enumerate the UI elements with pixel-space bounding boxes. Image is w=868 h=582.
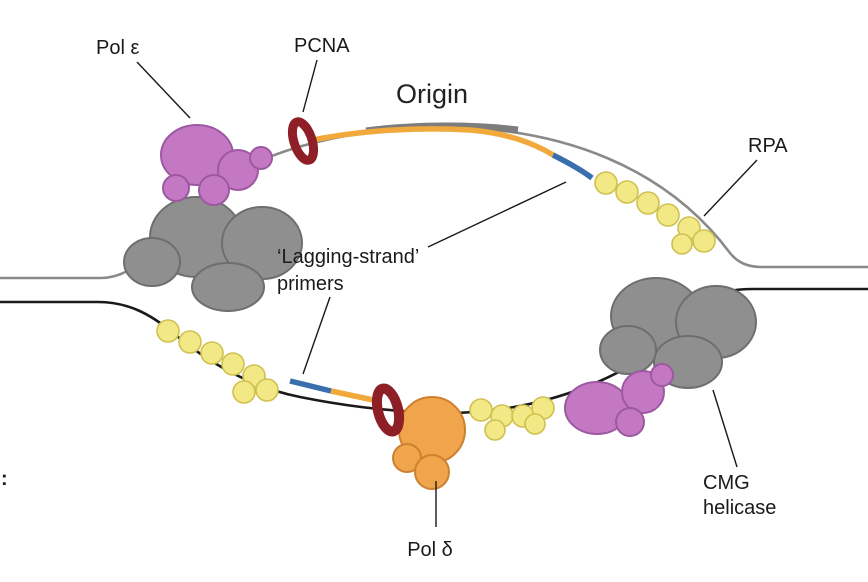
pointer-lagging-top bbox=[427, 181, 567, 248]
lagging-primer-bottom-rna bbox=[289, 378, 332, 394]
rpa-subunit bbox=[200, 341, 224, 365]
rpa-subunit bbox=[671, 233, 693, 255]
rpa-subunit bbox=[178, 330, 202, 354]
pol-lobe bbox=[249, 146, 273, 170]
rpa-subunit bbox=[156, 319, 180, 343]
cmg-lobe bbox=[123, 237, 181, 287]
pol-lobe bbox=[217, 149, 259, 191]
rpa-subunit bbox=[594, 171, 618, 195]
pol-right-blob bbox=[564, 363, 674, 437]
rpa-subunit bbox=[524, 413, 546, 435]
rpa-subunit bbox=[484, 419, 506, 441]
rpa-subunit bbox=[615, 180, 639, 204]
pcna-torus bbox=[287, 117, 319, 165]
pol-lobe bbox=[650, 363, 674, 387]
leading-strand-top bbox=[307, 126, 555, 158]
rpa-cluster-bottom-middle bbox=[469, 396, 555, 441]
rpa-subunit bbox=[636, 191, 660, 215]
pointer-rpa bbox=[703, 159, 758, 217]
pol-delta-blob bbox=[392, 396, 466, 490]
rpa-subunit bbox=[656, 203, 680, 227]
pol-delta-lobe bbox=[414, 454, 450, 490]
pol-epsilon-label: Pol ε bbox=[96, 37, 139, 59]
rpa-label: RPA bbox=[748, 135, 788, 157]
cmg-helicase-right-blob bbox=[599, 277, 757, 389]
rpa-cluster-top-right bbox=[594, 171, 716, 255]
pointer-lagging-bottom bbox=[302, 296, 331, 375]
rpa-subunit bbox=[469, 398, 493, 422]
rpa-subunit bbox=[221, 352, 245, 376]
pcna-ring-top bbox=[287, 117, 319, 165]
pcna-ring-bottom bbox=[371, 383, 405, 437]
lagging-label-line1: ‘Lagging-strand’ bbox=[277, 246, 419, 268]
lagging-primer-top bbox=[551, 152, 594, 181]
origin-label: Origin bbox=[396, 79, 468, 109]
pcna-label: PCNA bbox=[294, 35, 350, 57]
cmg-lobe bbox=[191, 262, 265, 312]
pcna-torus bbox=[371, 383, 405, 437]
pol-lobe bbox=[162, 174, 190, 202]
pointer-cmg bbox=[712, 389, 738, 468]
pointer-pol-epsilon bbox=[136, 61, 191, 119]
pol-lobe bbox=[198, 174, 230, 206]
rpa-subunit bbox=[255, 378, 279, 402]
left-edge-mark: : bbox=[1, 468, 8, 490]
cmg-label-line2: helicase bbox=[703, 497, 776, 519]
cmg-label-line1: CMG bbox=[703, 472, 750, 494]
pol-epsilon-blob bbox=[160, 124, 273, 206]
pointer-pcna bbox=[302, 59, 318, 113]
rpa-cluster-bottom-left bbox=[156, 319, 279, 404]
rpa-subunit bbox=[692, 229, 716, 253]
lagging-label-line2: primers bbox=[277, 273, 344, 295]
pol-delta-label: Pol δ bbox=[407, 539, 453, 561]
rpa-subunit bbox=[232, 380, 256, 404]
cmg-helicase-left-blob bbox=[123, 196, 303, 312]
lagging-primer-bottom-dna bbox=[330, 388, 379, 404]
cmg-lobe bbox=[599, 325, 657, 375]
pol-lobe bbox=[615, 407, 645, 437]
